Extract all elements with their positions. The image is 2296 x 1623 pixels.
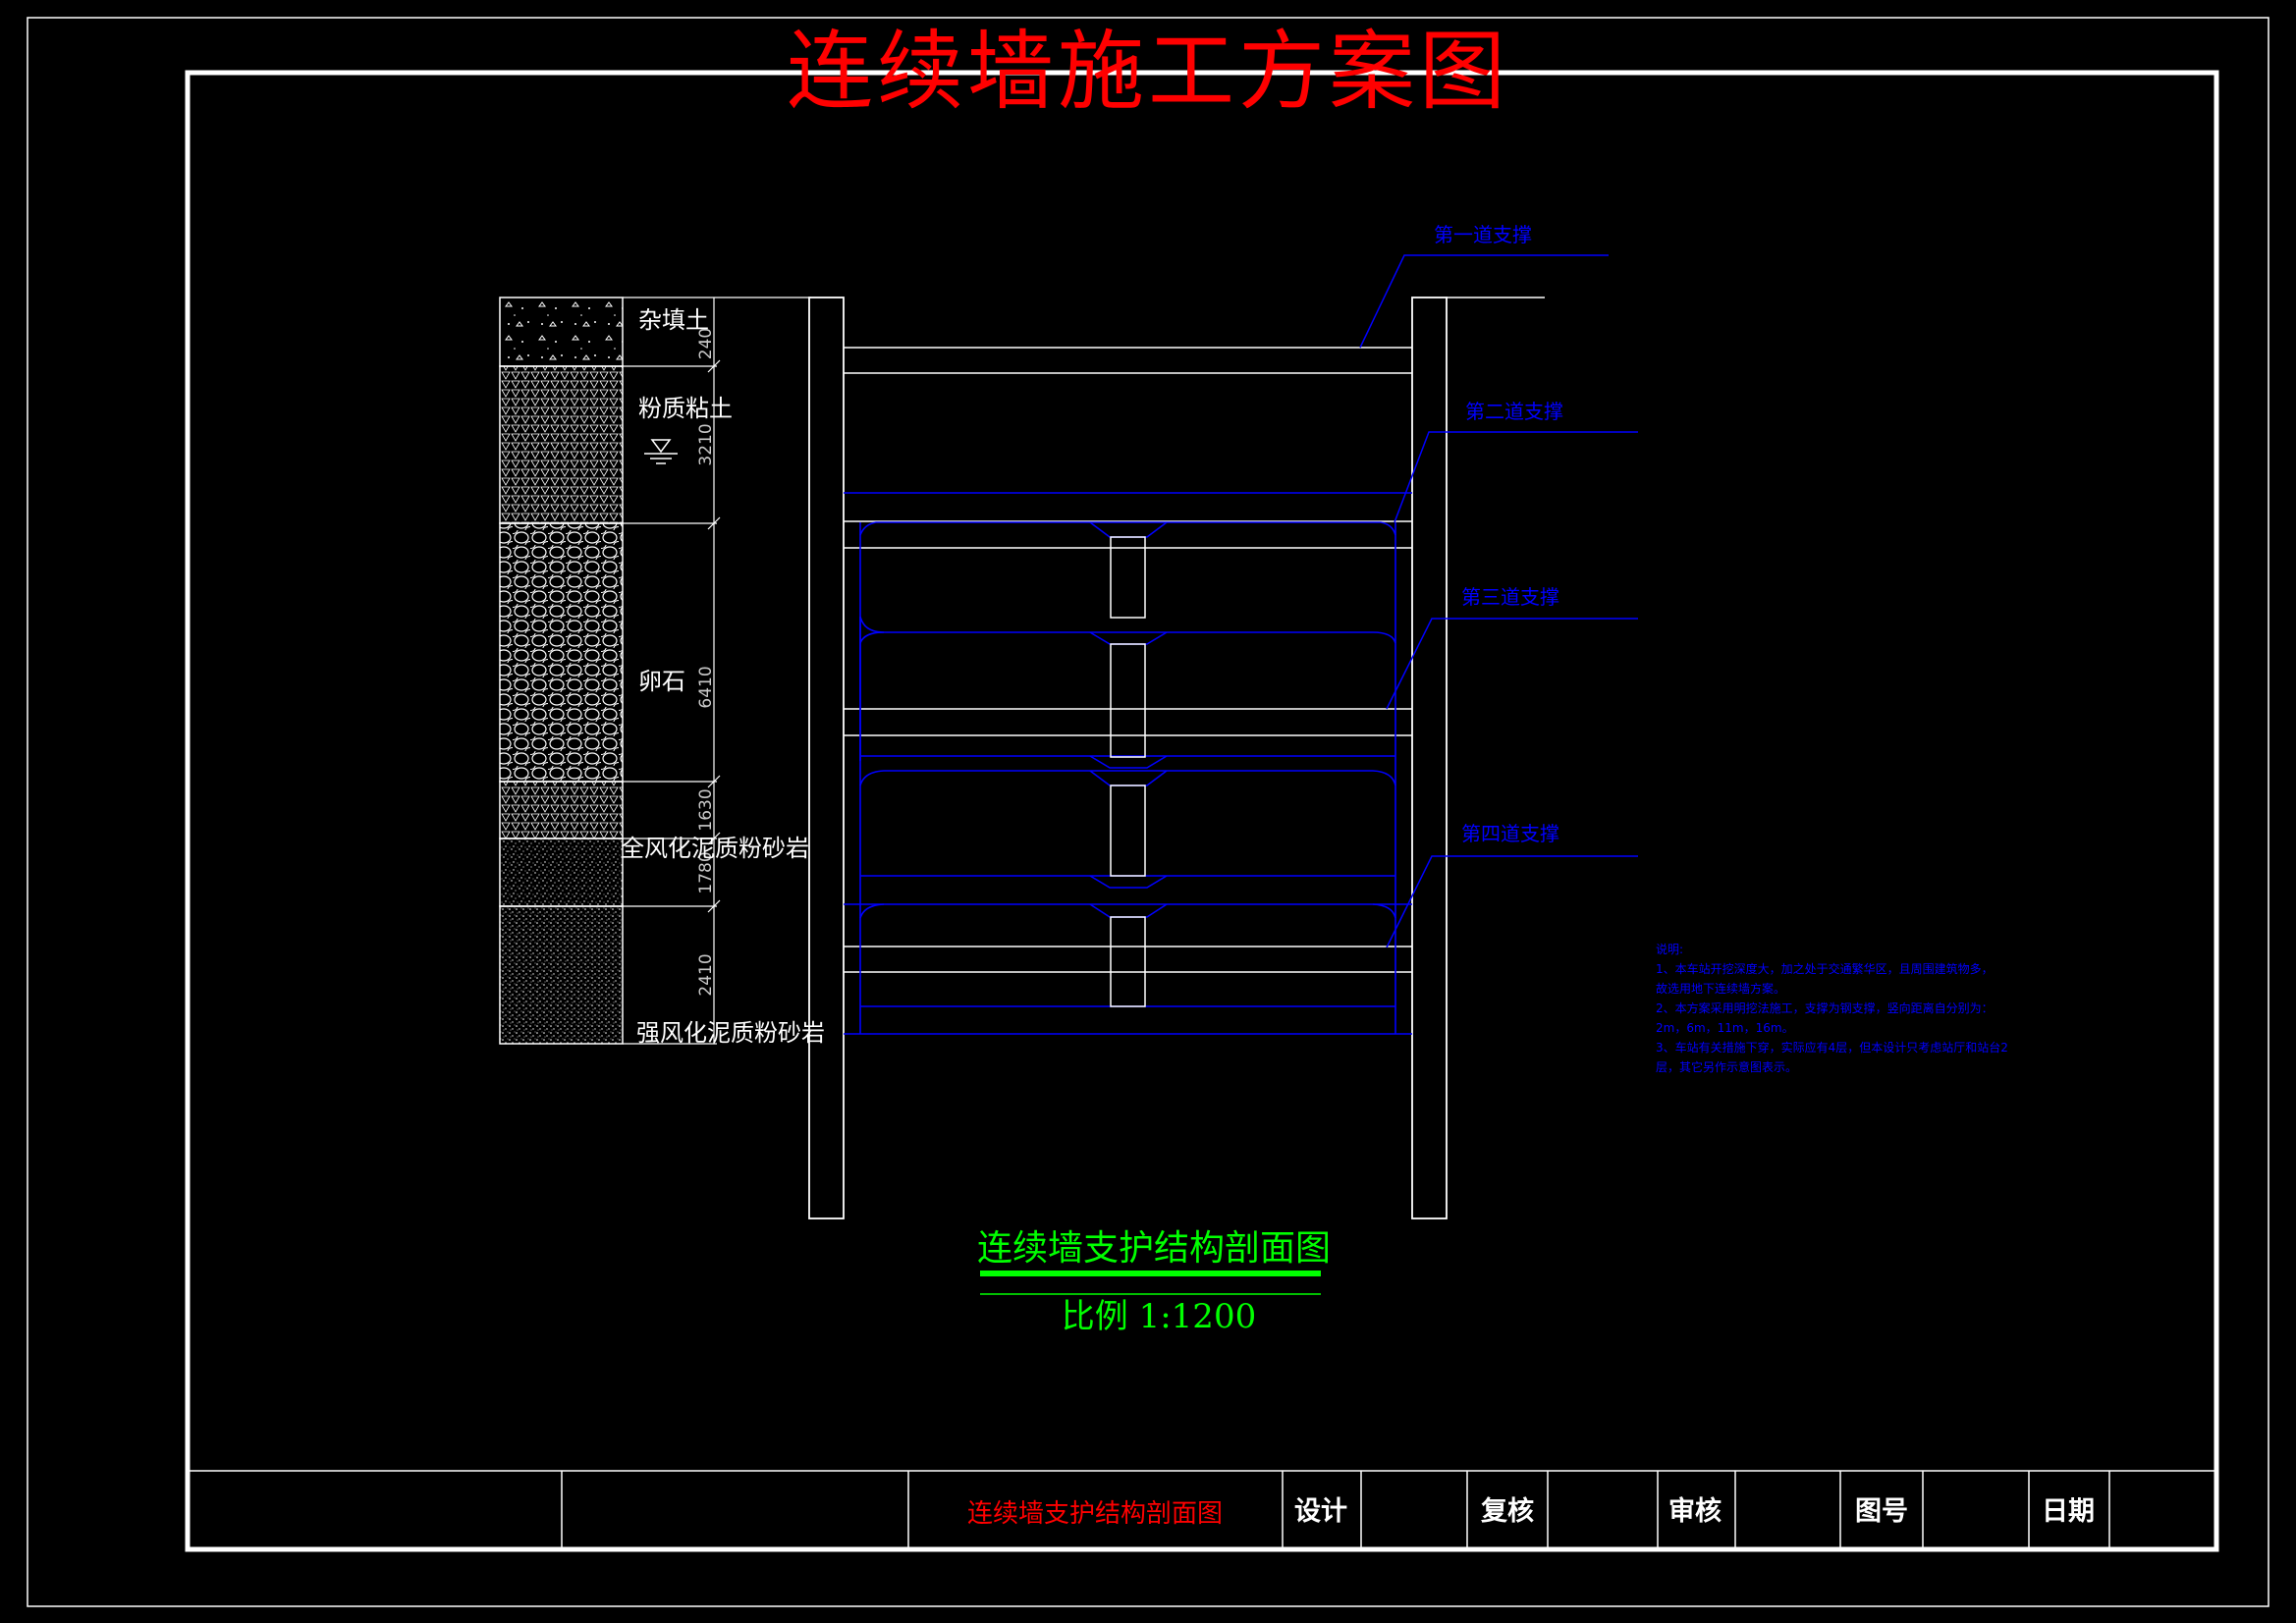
- dimension-thickness: 1630: [696, 788, 716, 831]
- outer-frame: [27, 17, 2269, 1607]
- water-level-icon: [644, 439, 678, 464]
- dimension-thickness: 2410: [696, 953, 716, 996]
- stratum-full-weathered: [499, 838, 624, 907]
- strut-label: 第二道支撑: [1465, 400, 1563, 423]
- title-block-date-label: 日期: [2042, 1496, 2095, 1527]
- note-line: 2、本方案采用明挖法施工，支撑为钢支撑，竖向距离自分别为：: [1656, 1001, 1994, 1015]
- left-diaphragm-wall: [808, 297, 845, 1219]
- title-block: [190, 1470, 2214, 1547]
- notes-block: 说明: 1、本车站开挖深度大，加之处于交通繁华区，且周围建筑物多， 故选用地下连…: [1656, 942, 2008, 1074]
- stratum-strong-weathered: [499, 905, 624, 1045]
- stratum-transition: [499, 781, 624, 839]
- inner-frame: [185, 70, 2219, 1552]
- dimension-thickness: 6410: [696, 666, 716, 708]
- stratum-label: 全风化泥质粉砂岩: [621, 835, 809, 862]
- stratum-boundaries: [623, 297, 811, 1045]
- stratum-cobble: [499, 522, 624, 783]
- dimension-line: [707, 298, 721, 1044]
- station-structure: [844, 492, 1412, 1035]
- section-title: 连续墙支护结构剖面图: [977, 1228, 1331, 1269]
- note-line: 层，其它另作示意图表示。: [1656, 1059, 1797, 1074]
- note-line: 2m，6m，11m，16m。: [1656, 1021, 1794, 1035]
- strut-label: 第一道支撑: [1434, 223, 1532, 246]
- note-line: 故选用地下连续墙方案。: [1656, 981, 1785, 996]
- title-block-check-label: 复核: [1481, 1495, 1534, 1527]
- right-diaphragm-wall: [1411, 297, 1448, 1219]
- strut-label: 第三道支撑: [1461, 585, 1559, 609]
- title-block-number-label: 图号: [1855, 1496, 1908, 1527]
- center-columns: [1110, 536, 1146, 1007]
- strata-column: [499, 297, 624, 1045]
- title-block-drawing-name: 连续墙支护结构剖面图: [967, 1499, 1223, 1529]
- dimension-thickness: 1780: [696, 851, 716, 893]
- stratum-label: 粉质粘土: [638, 395, 733, 422]
- steel-struts: [844, 347, 1412, 973]
- stratum-label: 卵石: [638, 668, 685, 695]
- title-block-review-label: 审核: [1668, 1495, 1722, 1527]
- scale-label: 比例 1:1200: [1062, 1297, 1256, 1336]
- note-line: 说明:: [1656, 942, 1683, 956]
- strut-label: 第四道支撑: [1461, 822, 1559, 845]
- stratum-label: 强风化泥质粉砂岩: [636, 1019, 825, 1047]
- stratum-label: 杂填土: [638, 306, 709, 334]
- stratum-silty-clay: [499, 365, 624, 524]
- dimension-thickness: 240: [696, 328, 716, 359]
- drawing-main-title: 连续墙施工方案图: [787, 21, 1509, 122]
- strut-leaders: [1359, 254, 1638, 948]
- note-line: 3、车站有关措施下穿，实际应有4层，但本设计只考虑站厅和站台2: [1656, 1040, 2008, 1055]
- dimension-thickness: 3210: [696, 423, 716, 465]
- title-block-design-label: 设计: [1294, 1496, 1347, 1527]
- stratum-fill: [499, 297, 624, 367]
- note-line: 1、本车站开挖深度大，加之处于交通繁华区，且周围建筑物多，: [1656, 961, 1994, 976]
